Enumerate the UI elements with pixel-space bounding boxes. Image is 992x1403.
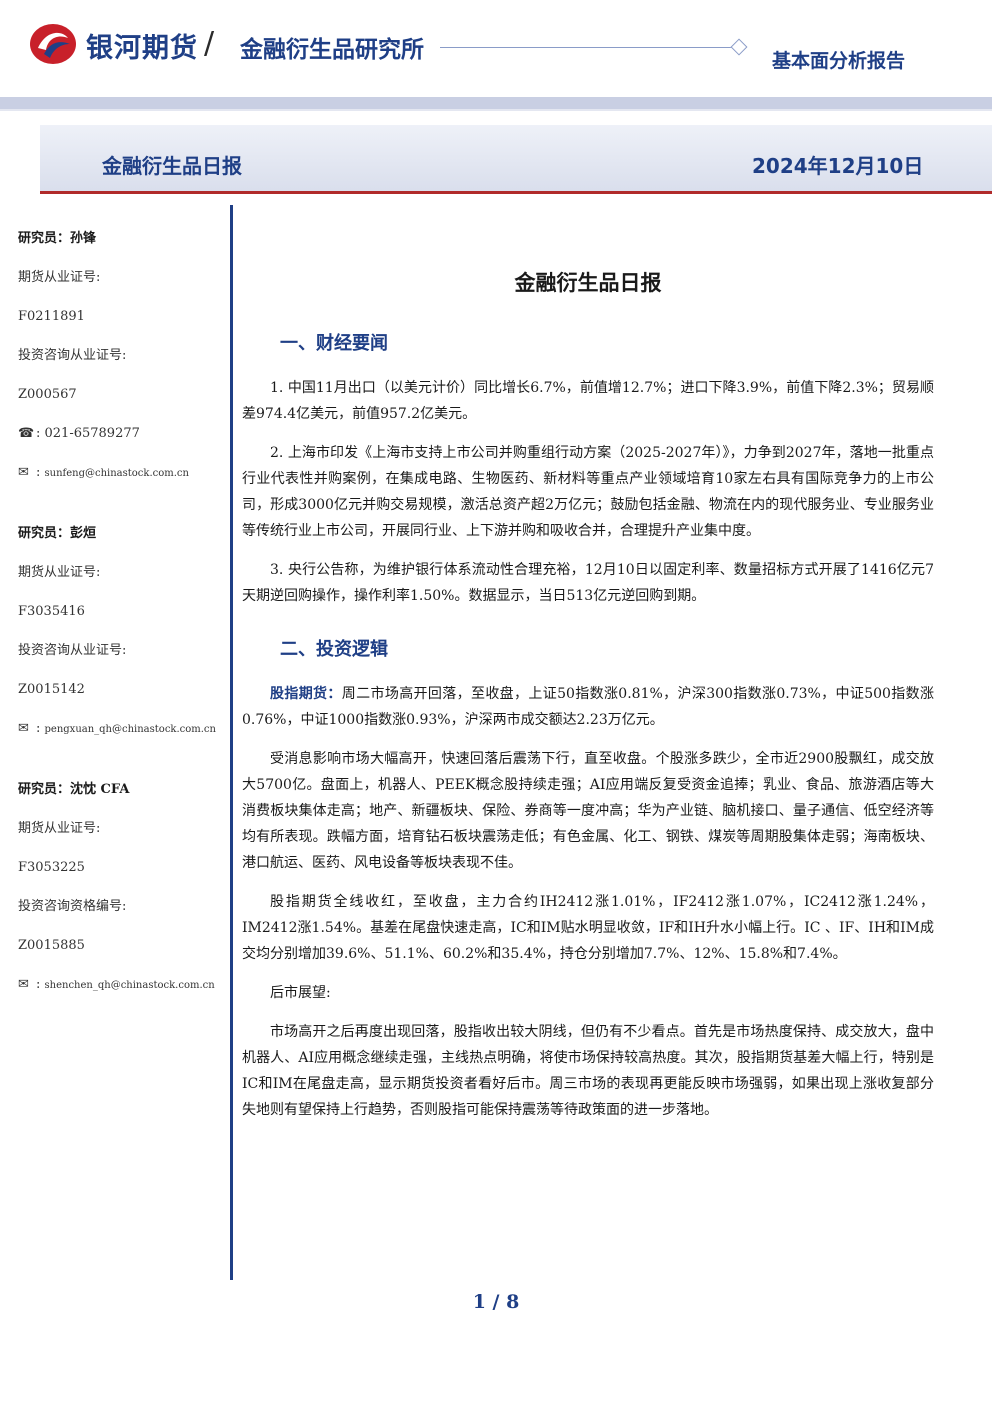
analyst-card: 研究员：彭烜 期货从业证号: F3035416 投资咨询从业证号: Z00151… (18, 523, 223, 757)
email-icon: ✉ (18, 977, 29, 992)
logic-paragraph: 受消息影响市场大幅高开，快速回落后震荡下行，直至收盘。个股涨多跌少，全市近290… (242, 751, 934, 871)
futures-cert-label: 期货从业证号: (18, 565, 101, 580)
analyst-card: 研究员：孙锋 期货从业证号: F0211891 投资咨询从业证号: Z00056… (18, 228, 223, 501)
futures-cert-number: F0211891 (18, 309, 85, 324)
section-heading-logic: 二、投资逻辑 (280, 639, 388, 660)
news-item: 3. 央行公告称，为维护银行体系流动性合理充裕，12月10日以固定利率、数量招标… (242, 562, 934, 604)
consult-cert-number: Z0015142 (18, 682, 85, 697)
futures-cert-label: 期货从业证号: (18, 821, 101, 836)
report-type: 基本面分析报告 (772, 50, 906, 72)
galaxy-logo-icon (30, 24, 76, 64)
email-row: ✉: pengxuan_qh@chinastock.com.cn (18, 718, 223, 757)
index-futures-keyword: 股指期货： (270, 686, 342, 702)
outlook-heading: 后市展望: (270, 985, 331, 1001)
outlook-paragraph: 市场高开之后再度出现回落，股指收出较大阴线，但仍有不少看点。首先是市场热度保持、… (242, 1024, 934, 1118)
email-row: ✉: sunfeng@chinastock.com.cn (18, 462, 223, 501)
email-row: ✉: shenchen_qh@chinastock.com.cn (18, 974, 223, 1013)
email-icon: ✉ (18, 465, 29, 480)
phone-number: 021-65789277 (44, 426, 140, 441)
analyst-name: 研究员：彭烜 (18, 526, 97, 541)
email-icon: ✉ (18, 721, 29, 736)
header-band (0, 97, 992, 109)
analyst-card: 研究员：沈忱 CFA 期货从业证号: F3053225 投资咨询资格编号: Z0… (18, 779, 223, 1013)
brand-name: 银河期货 (86, 33, 198, 64)
futures-cert-number: F3035416 (18, 604, 85, 619)
phone-row: ☎: 021-65789277 (18, 423, 223, 462)
email-link[interactable]: pengxuan_qh@chinastock.com.cn (44, 724, 216, 735)
consult-cert-label: 投资咨询资格编号: (18, 899, 127, 914)
header-slash: / (204, 26, 215, 61)
news-item: 2. 上海市印发《上海市支持上市公司并购重组行动方案（2025-2027年）》，… (242, 445, 934, 539)
analyst-sidebar: 研究员：孙锋 期货从业证号: F0211891 投资咨询从业证号: Z00056… (18, 228, 223, 1035)
consult-cert-label: 投资咨询从业证号: (18, 643, 127, 658)
futures-cert-label: 期货从业证号: (18, 270, 101, 285)
header-rule (440, 47, 732, 48)
phone-icon: ☎ (18, 426, 35, 441)
report-date: 2024年12月10日 (752, 154, 924, 178)
logic-paragraph-text: 周二市场高开回落，至收盘，上证50指数涨0.81%，沪深300指数涨0.73%，… (242, 686, 935, 728)
logic-paragraph: 股指期货全线收红，至收盘，主力合约IH2412涨1.01%，IF2412涨1.0… (242, 894, 934, 962)
department-name: 金融衍生品研究所 (240, 37, 424, 63)
header-band-shadow (0, 109, 992, 111)
title-bar (40, 125, 992, 193)
consult-cert-label: 投资咨询从业证号: (18, 348, 127, 363)
consult-cert-number: Z000567 (18, 387, 77, 402)
consult-cert-number: Z0015885 (18, 938, 85, 953)
diamond-icon (730, 38, 748, 56)
analyst-name: 研究员：沈忱 CFA (18, 782, 130, 797)
email-link[interactable]: shenchen_qh@chinastock.com.cn (44, 980, 215, 991)
sidebar-divider (230, 205, 233, 1280)
document-title: 金融衍生品日报 (514, 271, 662, 295)
email-link[interactable]: sunfeng@chinastock.com.cn (44, 468, 189, 479)
report-body: 金融衍生品日报 一、财经要闻 1. 中国11月出口（以美元计价）同比增长6.7%… (242, 260, 934, 1136)
futures-cert-number: F3053225 (18, 860, 85, 875)
page-number: 1 / 8 (472, 1291, 520, 1313)
section-heading-news: 一、财经要闻 (280, 333, 388, 354)
analyst-name: 研究员：孙锋 (18, 231, 97, 246)
news-item: 1. 中国11月出口（以美元计价）同比增长6.7%，前值增12.7%；进口下降3… (242, 380, 934, 422)
report-name: 金融衍生品日报 (102, 154, 242, 178)
title-bar-accent (40, 191, 992, 194)
logic-paragraph: 股指期货：周二市场高开回落，至收盘，上证50指数涨0.81%，沪深300指数涨0… (242, 681, 934, 733)
